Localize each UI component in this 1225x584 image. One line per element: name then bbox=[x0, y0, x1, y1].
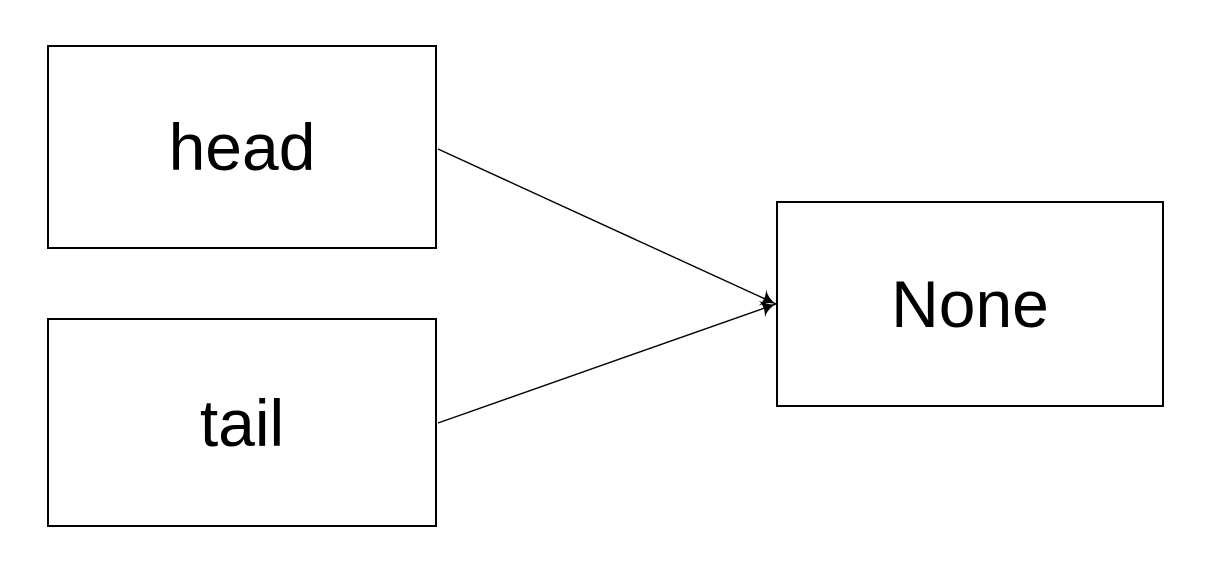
connector-head-to-none bbox=[437, 148, 777, 306]
node-none: None bbox=[776, 201, 1164, 407]
node-tail: tail bbox=[47, 318, 437, 527]
connector-tail-to-none bbox=[437, 300, 777, 424]
node-head-label: head bbox=[168, 110, 316, 184]
node-head: head bbox=[47, 45, 437, 249]
node-none-label: None bbox=[891, 267, 1049, 341]
node-tail-label: tail bbox=[199, 385, 285, 460]
